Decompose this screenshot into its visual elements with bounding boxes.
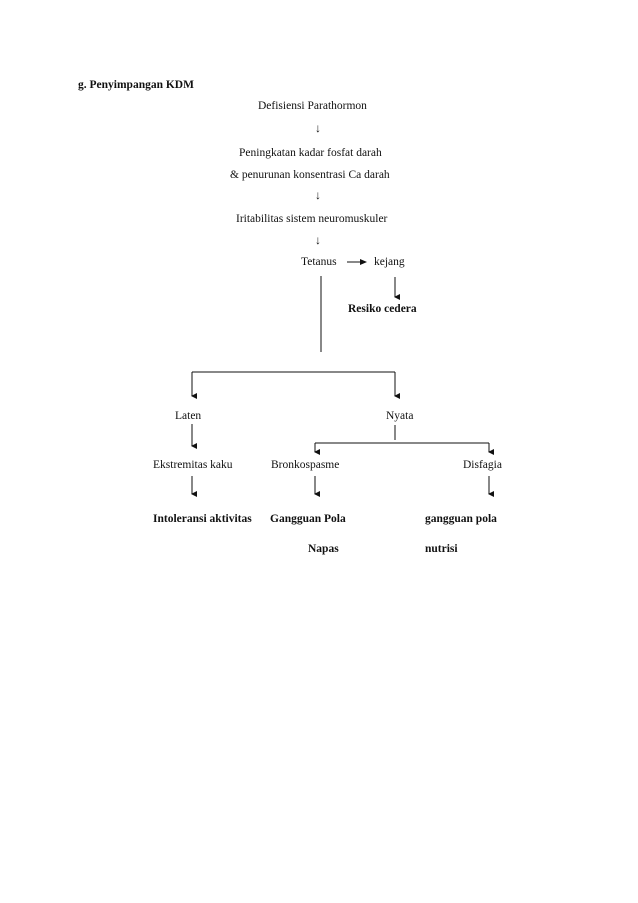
down-arrow-icon: ↓ xyxy=(315,233,321,247)
node-gangguan-pola-nutrisi-line1: gangguan pola xyxy=(425,513,497,525)
node-defisiensi: Defisiensi Parathormon xyxy=(258,100,367,112)
node-gangguan-pola-napas-line1: Gangguan Pola xyxy=(270,513,346,525)
node-resiko-cedera: Resiko cedera xyxy=(348,303,417,315)
node-bronkospasme: Bronkospasme xyxy=(271,459,340,471)
node-nyata: Nyata xyxy=(386,410,414,422)
node-gangguan-pola-napas-line2: Napas xyxy=(308,543,339,555)
node-kejang: kejang xyxy=(374,256,405,268)
node-laten: Laten xyxy=(175,410,202,422)
node-intoleransi: Intoleransi aktivitas xyxy=(153,513,252,525)
node-gangguan-pola-nutrisi-line2: nutrisi xyxy=(425,543,458,555)
node-iritabilitas: Iritabilitas sistem neuromuskuler xyxy=(236,213,388,225)
node-penurunan: & penurunan konsentrasi Ca darah xyxy=(230,169,390,181)
node-tetanus: Tetanus xyxy=(301,256,337,268)
section-heading: g. Penyimpangan KDM xyxy=(78,79,194,91)
down-arrow-icon: ↓ xyxy=(315,121,321,135)
node-disfagia: Disfagia xyxy=(463,459,502,471)
down-arrow-icon: ↓ xyxy=(315,188,321,202)
node-peningkatan: Peningkatan kadar fosfat darah xyxy=(239,147,382,159)
node-ekstremitas: Ekstremitas kaku xyxy=(153,459,233,471)
